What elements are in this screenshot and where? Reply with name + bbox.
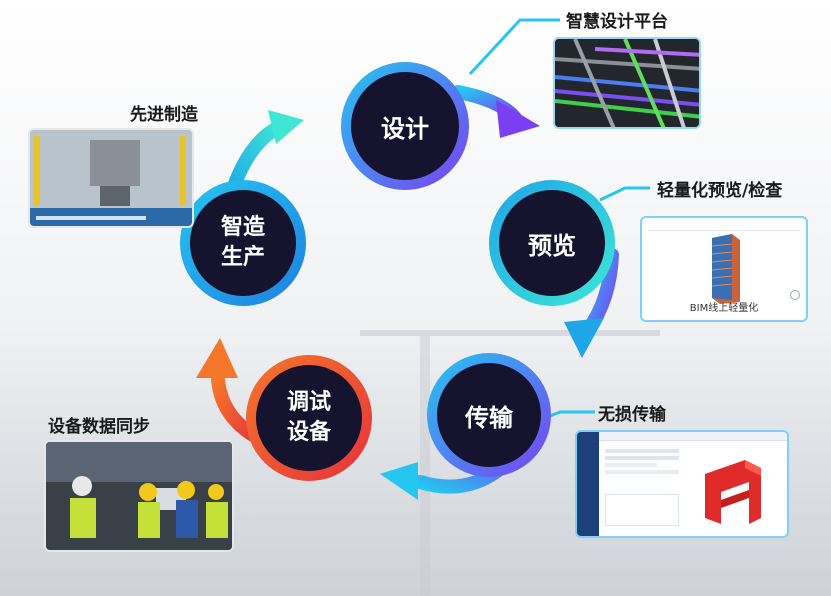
- thumb-design-platform: [553, 37, 701, 129]
- red-frame-model-image: [705, 460, 761, 524]
- thumb-lossless-software: [575, 430, 789, 538]
- thumb-advanced-manufacturing: [28, 128, 194, 228]
- node-preview: 预览: [489, 180, 615, 306]
- caption-advanced: 先进制造: [130, 105, 198, 125]
- caption-platform: 智慧设计平台: [566, 12, 668, 32]
- thumb-bim-preview: BIM线上轻量化: [640, 216, 808, 322]
- software-sidebar: [577, 432, 599, 536]
- node-transfer: 传输: [427, 353, 551, 477]
- bim-zoom-icon[interactable]: [790, 290, 800, 300]
- bim-caption: BIM线上轻量化: [689, 303, 759, 314]
- arrowhead-transfer: [564, 318, 604, 358]
- node-debug-line2: 设备: [286, 420, 331, 445]
- node-production-line2: 生产: [220, 245, 265, 270]
- building-model-image: [711, 234, 740, 304]
- caption-device-sync: 设备数据同步: [48, 417, 150, 437]
- caption-lossless: 无损传输: [598, 405, 666, 425]
- node-production-line1: 智造: [220, 215, 265, 240]
- leader-preview: [599, 186, 650, 202]
- node-preview-label: 预览: [528, 231, 576, 260]
- node-design-label: 设计: [381, 114, 429, 143]
- arrowhead-design: [268, 110, 304, 144]
- arrowhead-preview: [496, 100, 540, 138]
- bim-toolbar: [648, 222, 800, 231]
- workers-photo: [46, 442, 232, 550]
- node-debug: 调试 设备: [246, 355, 372, 481]
- arrowhead-production: [196, 338, 238, 378]
- leader-platform: [468, 18, 560, 76]
- node-design: 设计: [341, 62, 469, 190]
- caption-preview-check: 轻量化预览/检查: [657, 181, 783, 201]
- factory-robot-photo: [30, 130, 192, 226]
- background-beam: [360, 330, 660, 336]
- node-transfer-label: 传输: [465, 403, 513, 432]
- background-pillar: [420, 336, 430, 596]
- software-header: [599, 432, 787, 441]
- software-panel: [605, 446, 679, 534]
- node-production: 智造 生产: [180, 180, 306, 306]
- node-debug-line1: 调试: [286, 390, 331, 415]
- thumb-device-sync-photo: [44, 440, 234, 552]
- arrowhead-debug: [380, 462, 418, 500]
- pipe-render-image: [555, 39, 699, 127]
